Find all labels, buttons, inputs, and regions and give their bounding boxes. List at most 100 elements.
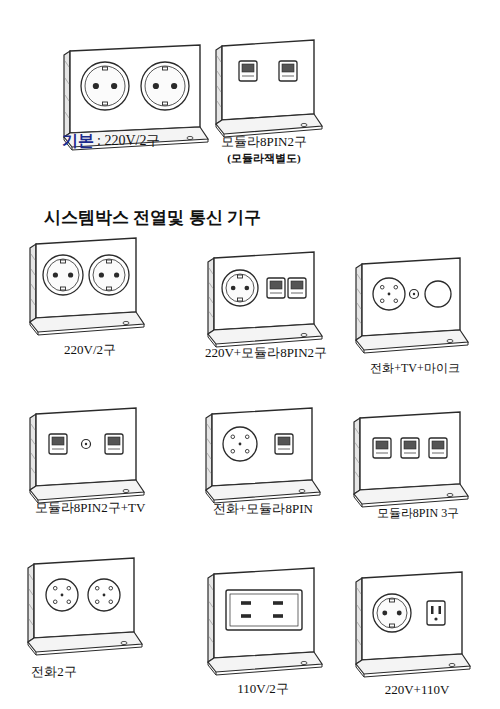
base-flange [206,480,320,500]
phone-rim [88,579,120,611]
phone-pin [388,293,391,296]
phone-pin [109,586,113,590]
ground-clip [238,275,243,278]
ground-clip [61,260,66,263]
caption-label: 전화+모듈라8PIN [213,502,313,516]
system-box-bracket [216,40,322,137]
modular-jack [288,278,306,298]
phone-rim [223,427,257,461]
system-box-bracket [30,238,144,335]
outlet-face [93,259,125,291]
shading [31,284,35,290]
mic-jack [425,281,451,307]
flange-edge [206,490,214,503]
face-plate [70,45,200,133]
outlet-rim [81,62,129,110]
jack-line [52,449,64,450]
pin-hole [99,272,104,277]
jack-line [282,76,294,77]
jack-line [404,453,416,454]
phone-pin [231,435,235,439]
caption-label: 모듈라8PIN2구+TV [35,501,146,515]
flange-edge [364,666,470,677]
pin-hole [93,83,99,89]
flange-edge [362,496,468,507]
modular-jack [105,434,123,454]
mic-rim [425,281,451,307]
jack-line [108,449,120,450]
jack-port [282,64,294,72]
flange-edge [38,324,144,335]
pin-hole [245,286,250,291]
ground-clip [61,287,66,290]
shading [217,101,221,107]
ground-clip [163,102,168,105]
outlet-220v [89,255,129,295]
pin-hole [231,286,236,291]
face-plate [222,40,314,120]
shading [207,468,211,474]
phone-pin [103,594,106,597]
face-plate [362,258,460,336]
shading [29,574,33,580]
outlet-220v [222,270,258,306]
plate-edge [206,414,212,490]
plate-edge [356,578,362,664]
plate-edge [354,418,360,494]
jack-frame [288,278,306,298]
outlet-frame [226,590,302,630]
slot [439,606,442,614]
screw-hole [187,136,193,139]
caption-label: : 220V/2구 [97,133,160,148]
outlet-rim [43,255,83,295]
outlet-rim [89,255,129,295]
pin-hole [68,272,73,277]
base-flange [28,632,142,652]
shading [357,605,361,611]
phone-pin [53,586,57,590]
shading [217,86,221,92]
phone-jack [88,579,120,611]
base-flange [356,330,468,350]
shading [355,457,359,463]
flange-edge [208,662,216,675]
phone-pin [67,586,71,590]
plate-edge [356,264,362,340]
shading [29,619,33,625]
modular-jack [267,278,285,298]
system-box-bracket [356,258,468,353]
shading [31,299,35,305]
shading [357,639,361,645]
modular-jack [373,438,391,458]
shading [355,443,359,449]
shading [217,71,221,77]
base-flange [354,484,468,504]
modular-jack [275,434,293,454]
caption-label: 220V/2구 [64,343,116,357]
outlet-rim [141,62,189,110]
jack-line [432,453,444,454]
shading [357,303,361,309]
jack-frame [373,438,391,458]
outlet-face [145,66,185,106]
shading [355,428,359,434]
caption-label: 220V+모듈라8PIN2구 [205,346,327,360]
phone-pin [67,600,71,604]
system-box-bracket [30,408,144,503]
jack-frame [401,438,419,458]
jack-port [242,64,254,72]
base-flange [216,114,322,134]
jack-frame [105,434,123,454]
caption-label: 전화2구 [31,665,77,679]
shading [207,453,211,459]
phone-rim [46,579,78,611]
modular-jack [429,438,447,458]
shading [207,424,211,430]
outlet-frame [427,601,445,625]
plate-edge [208,258,214,334]
flange-edge [354,494,362,507]
phone-pin [109,600,113,604]
screw-hole [123,321,129,324]
shading [209,584,213,590]
